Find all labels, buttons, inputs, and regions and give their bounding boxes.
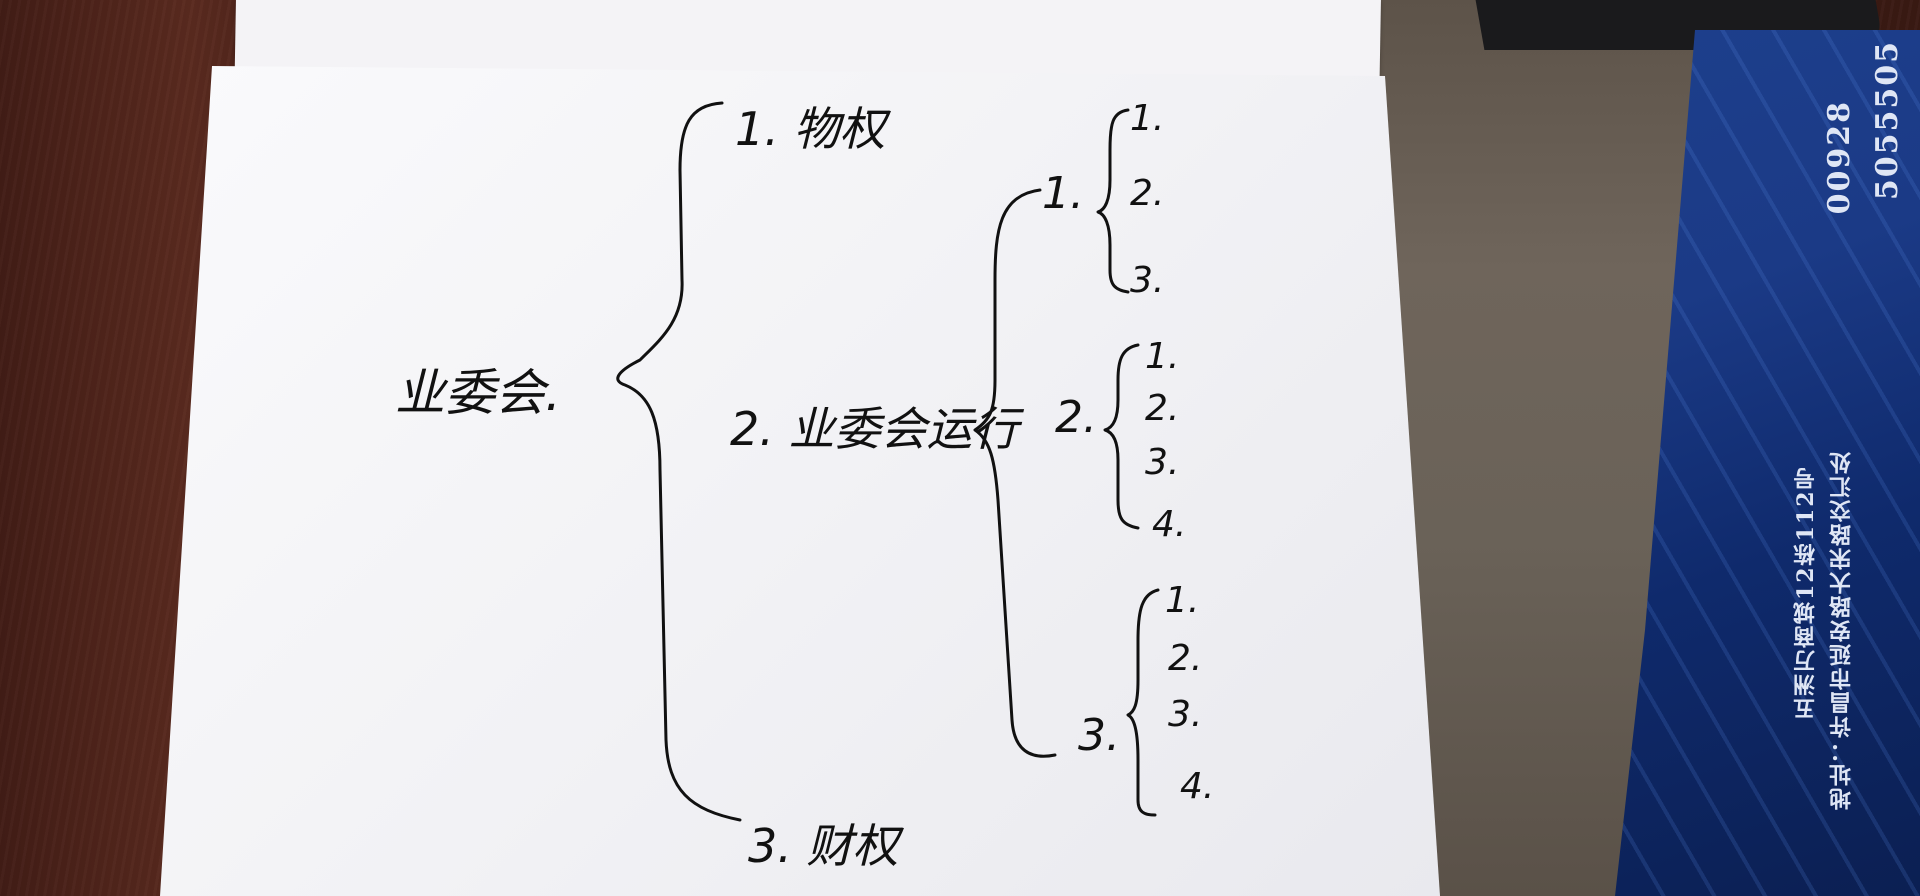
- g1-item-3: 3.: [1130, 260, 1164, 301]
- subgroup-1-label: 1.: [1042, 168, 1084, 219]
- g2-item-4: 4.: [1152, 504, 1186, 545]
- sub-brace-3: [1126, 588, 1160, 817]
- middle-brace: [973, 188, 1057, 758]
- g2-item-3: 3.: [1145, 442, 1179, 483]
- main-brace: [616, 101, 742, 822]
- sub-brace-1: [1096, 108, 1130, 294]
- g1-item-1: 1.: [1130, 98, 1164, 139]
- g2-item-2: 2.: [1145, 388, 1179, 429]
- sub-brace-2: [1103, 343, 1140, 530]
- branch-2-label: 2. 业委会运行: [730, 402, 1025, 456]
- paper-sheet: [160, 66, 1440, 896]
- g3-item-3: 3.: [1168, 694, 1202, 735]
- g3-item-2: 2.: [1168, 638, 1202, 679]
- subgroup-2-label: 2.: [1055, 392, 1097, 443]
- root-label: 业委会.: [395, 364, 561, 422]
- subgroup-3-label: 3.: [1078, 710, 1120, 761]
- g1-item-2: 2.: [1130, 173, 1164, 214]
- branch-1-label: 1. 物权: [735, 102, 892, 156]
- g3-item-4: 4.: [1180, 766, 1214, 807]
- g3-item-1: 1.: [1165, 580, 1199, 621]
- g2-item-1: 1.: [1145, 336, 1179, 377]
- branch-3-label: 3. 财权: [748, 819, 905, 873]
